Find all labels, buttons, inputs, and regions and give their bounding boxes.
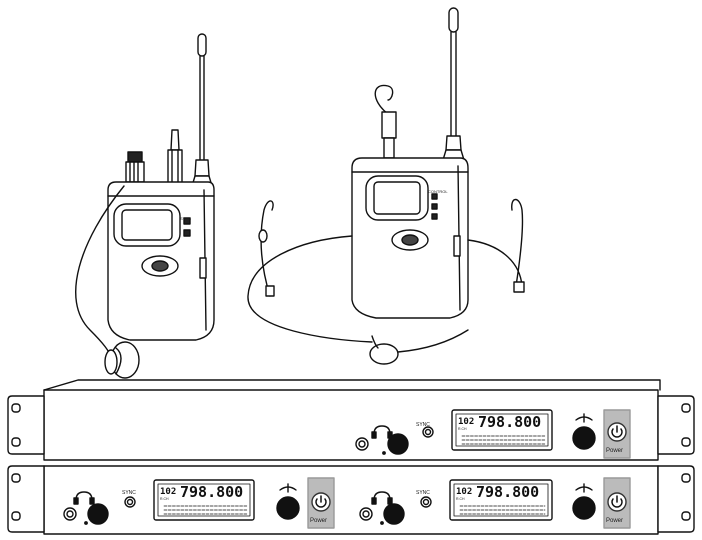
channel-right: SYNC 102 798.800 R.CH: [359, 477, 631, 529]
channel-number: 102: [160, 487, 176, 497]
headphone-jack-top: [355, 425, 409, 455]
power-button-top: Power: [603, 409, 631, 459]
side-buttons-right: CONTROL: [428, 189, 448, 220]
headphone-icon: [371, 491, 393, 505]
volume-knob-top: [572, 413, 596, 450]
rack-unit-top: SYNC 102 798.800 R.CH: [7, 379, 695, 461]
rack-ear-left-bottom: [7, 465, 45, 533]
sync-label: SYNC: [416, 490, 430, 496]
side-label-0: CONTROL: [428, 189, 448, 194]
headset-right: [247, 198, 525, 365]
volume-knob-bottom-left: [276, 483, 300, 520]
frequency-display: 798.800: [180, 483, 243, 501]
power-icon: [611, 495, 623, 508]
lcd-window-right: [365, 175, 429, 221]
frequency-display: 798.800: [476, 483, 539, 501]
headset-connector-right: [374, 84, 397, 159]
channel-number: 102: [458, 417, 474, 427]
headphone-jack-left: [167, 129, 183, 187]
sync-button-top: SYNC: [416, 422, 434, 438]
level-meter-bottom-left: [163, 505, 248, 515]
headphone-jack-bottom-right: [359, 491, 405, 525]
power-button-bottom-right: Power: [603, 477, 631, 529]
rack-ear-left-top: [7, 395, 45, 455]
rack-unit-bottom: SYNC 102 798.800 R.CH: [7, 465, 695, 535]
channel-left: SYNC 102 798.800 R.CH: [63, 477, 335, 529]
channel-number: 102: [456, 487, 472, 497]
headphone-jack-bottom-left: [63, 491, 109, 525]
rack-ear-right-bottom: [657, 465, 695, 533]
level-meter-top: [461, 435, 546, 445]
level-meter-bottom-right: [459, 505, 546, 515]
headphone-icon: [73, 491, 95, 505]
sync-label: SYNC: [416, 422, 430, 428]
bodypack-left: SYNC: [75, 33, 215, 379]
lcd-display-bottom-right: 102 798.800 R.CH: [449, 479, 553, 521]
lcd-sub-label: R.CH: [456, 497, 465, 501]
power-icon: [315, 495, 327, 508]
volume-arc-icon: [279, 483, 297, 493]
earbud-left: [104, 341, 140, 379]
oval-button-right: [391, 229, 429, 251]
bodypack-right: CONTROL: [247, 7, 525, 365]
sync-label: SYNC: [122, 490, 136, 496]
side-label-0: SYNC: [180, 216, 191, 221]
lcd-display-top: 102 798.800 R.CH: [451, 409, 553, 451]
sync-button-bottom-right: SYNC: [416, 490, 432, 508]
top-knob-left: [125, 151, 145, 183]
power-label: Power: [310, 518, 327, 524]
lcd-sub-label: R.CH: [458, 427, 467, 431]
power-icon: [611, 425, 623, 438]
side-buttons-left: SYNC: [180, 216, 191, 237]
lcd-window-left: [113, 203, 181, 247]
volume-arc-icon: [575, 413, 593, 423]
antenna-left: [191, 33, 213, 187]
antenna-right: [442, 7, 465, 161]
rack-ear-right-top: [657, 395, 695, 455]
lcd-display-bottom-left: 102 798.800 R.CH: [153, 479, 255, 521]
oval-button-left: [141, 255, 179, 277]
volume-arc-icon: [575, 483, 593, 493]
sync-button-bottom-left: SYNC: [122, 490, 136, 508]
volume-knob-bottom-right: [572, 483, 596, 520]
lcd-sub-label: R.CH: [160, 497, 169, 501]
earphone-cable-left: [75, 185, 125, 357]
power-label: Power: [606, 518, 623, 524]
frequency-display: 798.800: [478, 413, 541, 431]
power-button-bottom-left: Power: [307, 477, 335, 529]
power-label: Power: [606, 448, 623, 454]
